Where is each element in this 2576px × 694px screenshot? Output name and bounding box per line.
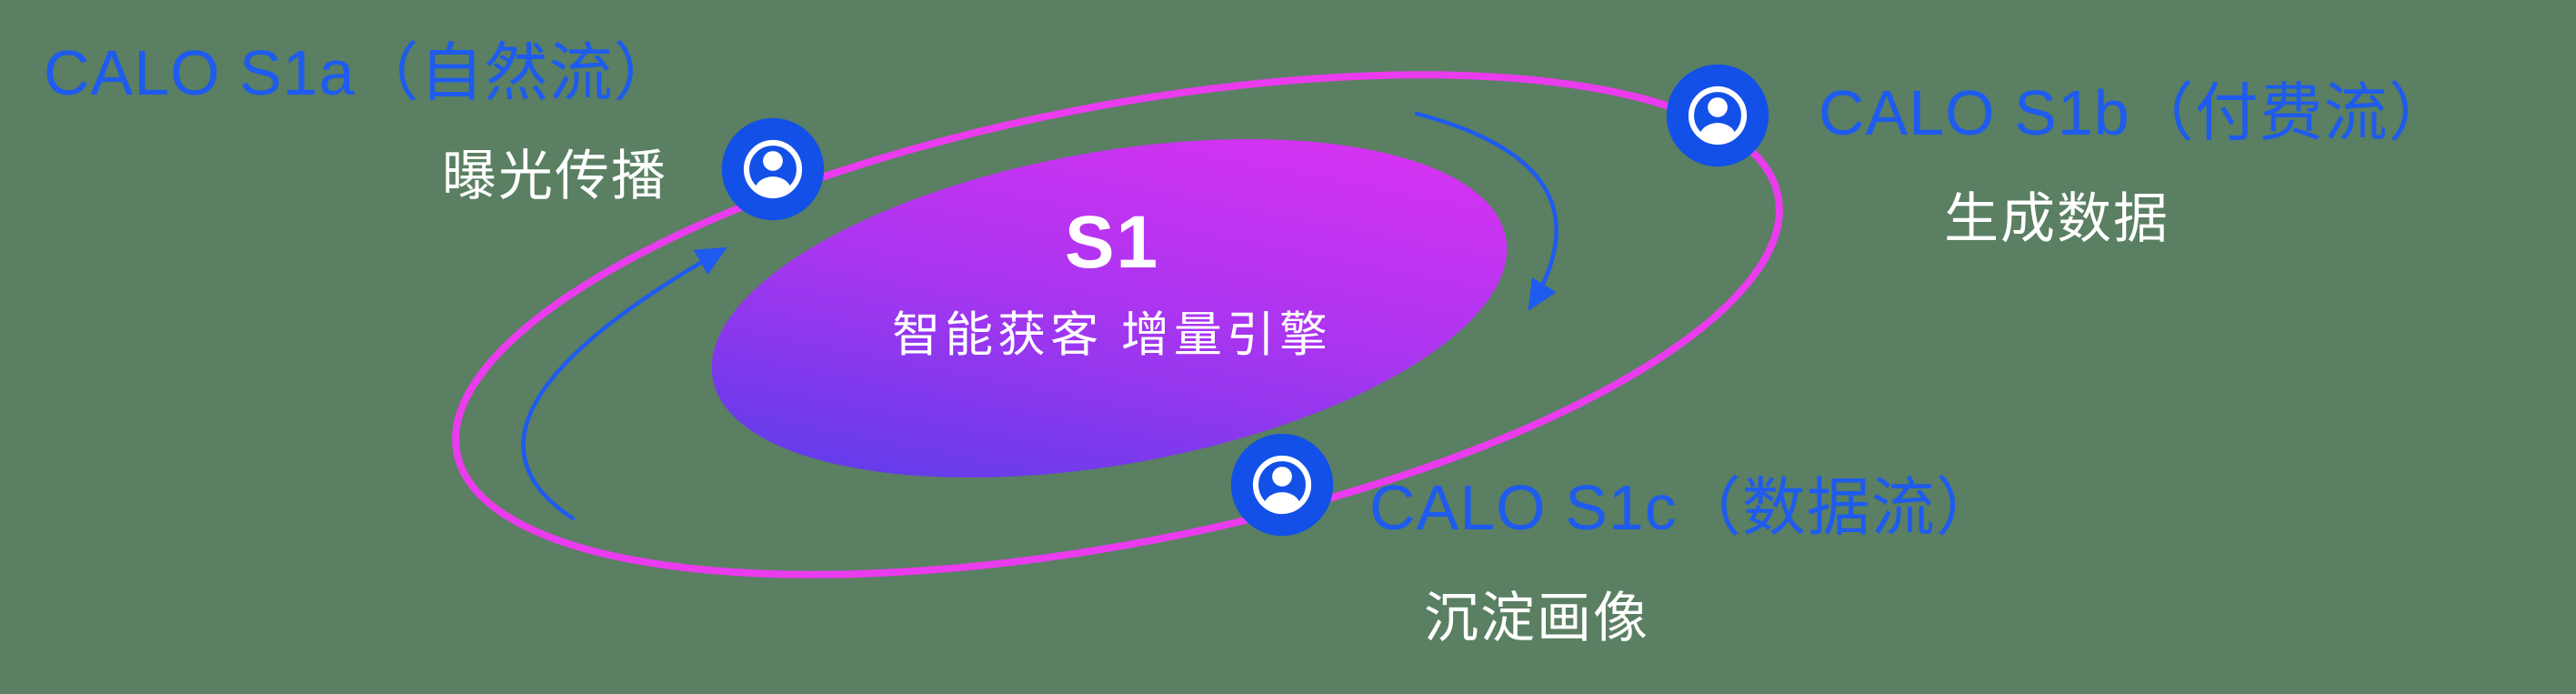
user-in-circle-icon [1665,63,1770,168]
core-ellipse [711,138,1508,478]
node-s1b-subtitle: 生成数据 [1944,188,2170,249]
core-title: S1 [1064,201,1160,284]
core-label-group: S1 智能获客 增量引擎 [892,201,1332,366]
user-in-circle-icon [1229,432,1335,538]
core-subtitle: 智能获客 增量引擎 [892,308,1332,363]
node-s1a-title: CALO S1a（自然流） [44,37,678,108]
node-s1c-title: CALO S1c（数据流） [1369,472,2000,543]
orbit-ring [452,71,1783,578]
node-s1c-subtitle: 沉淀画像 [1424,588,1649,649]
flow-arrow-left [521,246,727,521]
flow-arrow-right [1414,111,1559,311]
node-s1a-subtitle: 曝光传播 [442,146,667,206]
node-s1b-title: CALO S1b（付费流） [1819,77,2453,148]
user-in-circle-icon [720,116,826,222]
